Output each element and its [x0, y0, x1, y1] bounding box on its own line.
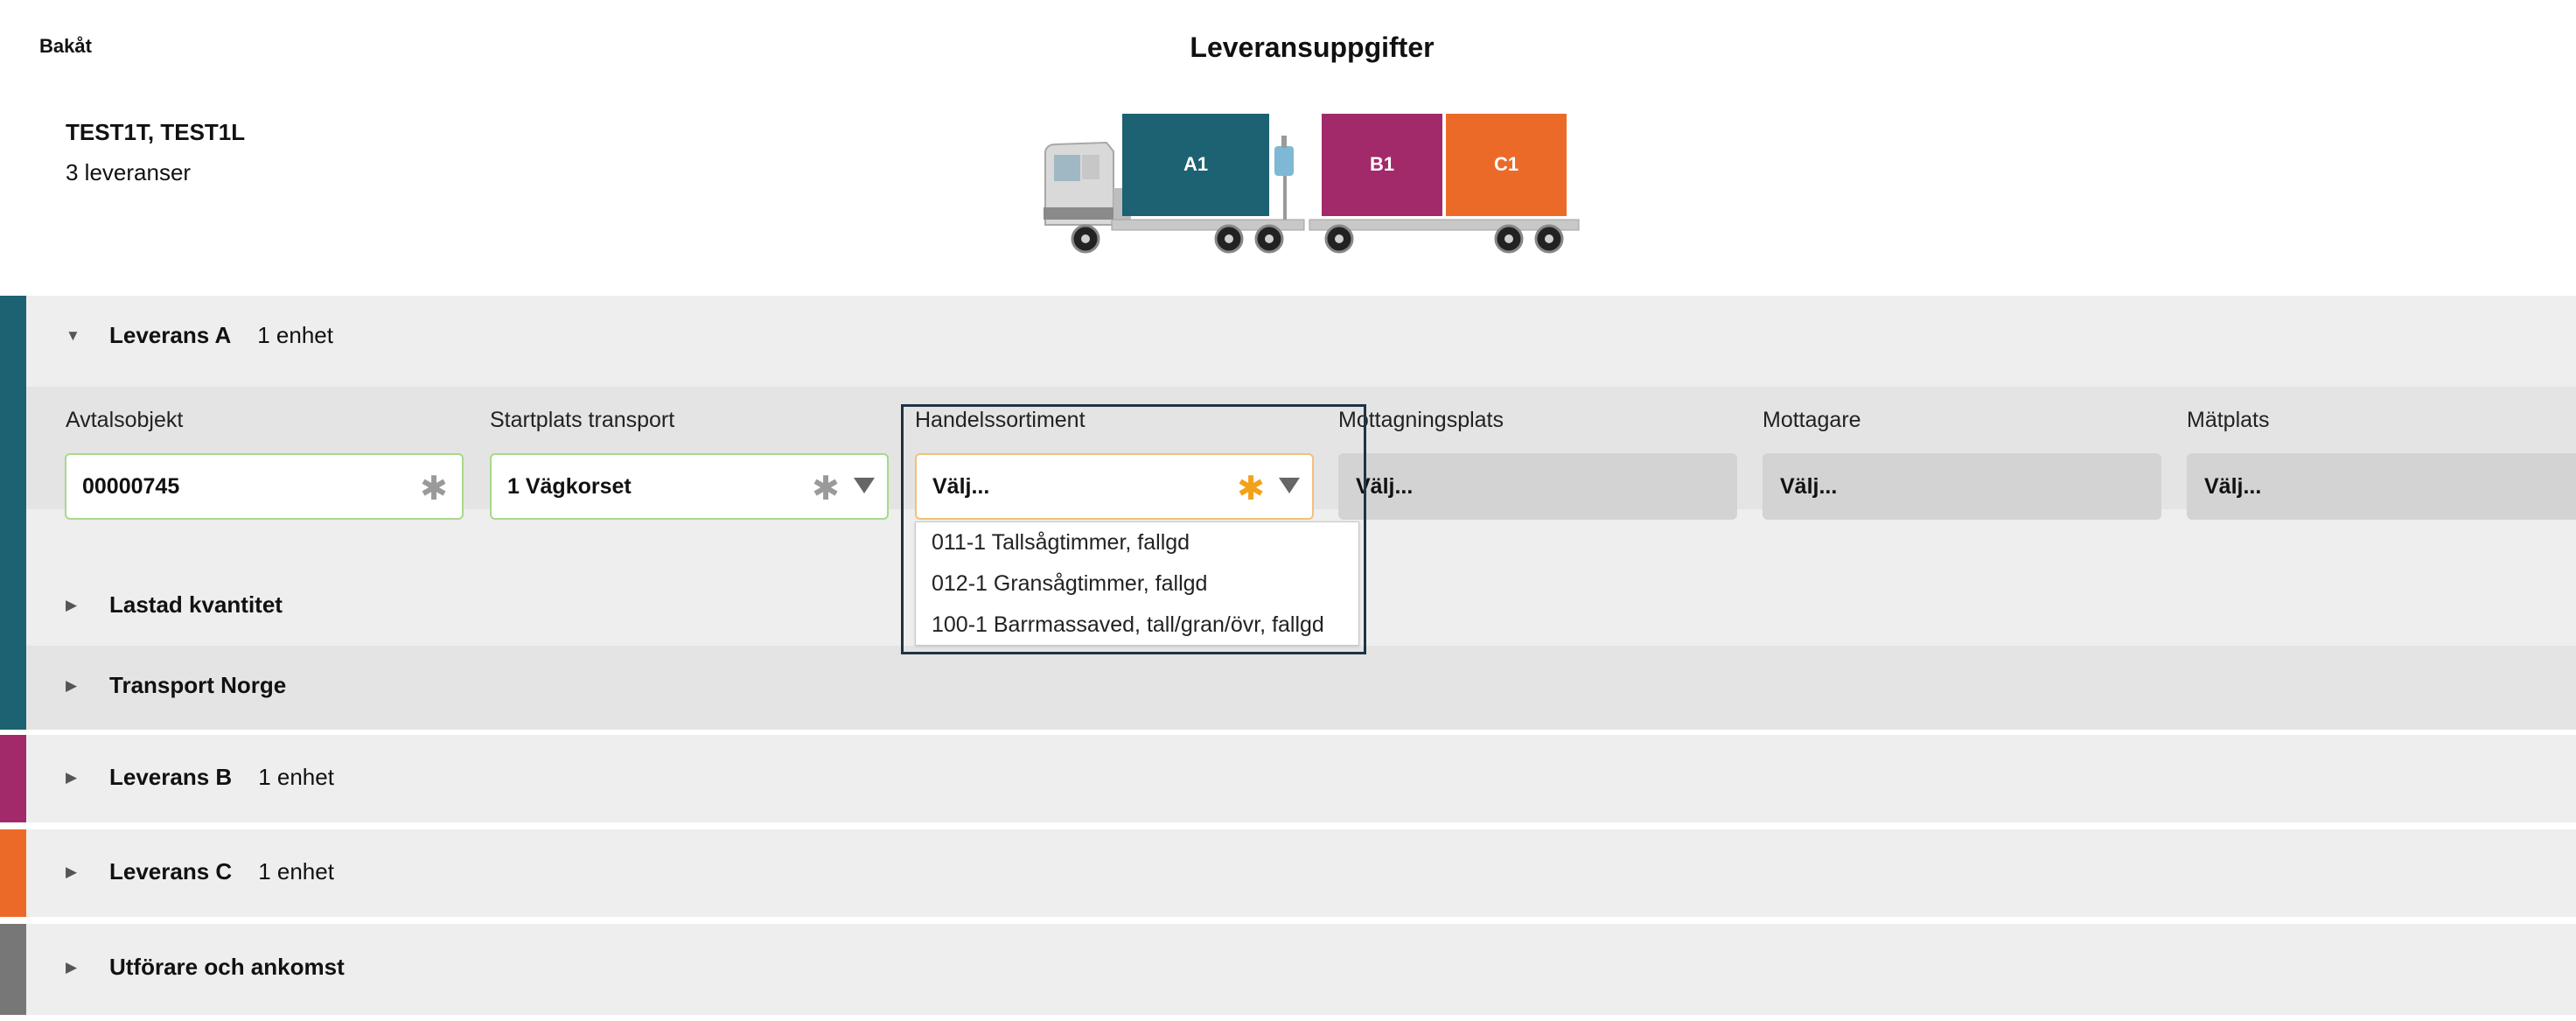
lastad-kvantitet-title: Lastad kvantitet	[109, 591, 283, 618]
container-a1	[1122, 114, 1269, 216]
startplats-value: 1 Vägkorset	[507, 473, 632, 499]
matplats-select[interactable]: Välj...	[2187, 453, 2576, 520]
section-leverans-c: ▶ Leverans C 1 enhet	[0, 829, 2576, 917]
section-utforare-och-ankomst: ▶ Utförare och ankomst	[0, 924, 2576, 1015]
triangle-right-icon: ▶	[66, 596, 78, 613]
section-leverans-b: ▶ Leverans B 1 enhet	[0, 735, 2576, 822]
triangle-right-icon: ▶	[66, 863, 78, 880]
section-c-color-stripe	[0, 829, 26, 917]
lastad-kvantitet-header[interactable]: ▶ Lastad kvantitet	[66, 591, 283, 619]
matplats-label: Mätplats	[2187, 408, 2270, 432]
mottagare-value: Välj...	[1780, 473, 1838, 499]
mottagare-select[interactable]: Välj...	[1763, 453, 2161, 520]
section-c-title: Leverans C	[109, 858, 233, 885]
avtalsobjekt-value: 00000745	[82, 473, 180, 499]
asterisk-icon: ✱	[1237, 471, 1265, 507]
container-c1	[1446, 114, 1567, 216]
container-b1	[1322, 114, 1442, 216]
section-a-color-stripe	[0, 296, 26, 730]
section-c-count: 1 enhet	[258, 858, 334, 885]
asterisk-icon: ✱	[812, 471, 840, 507]
avtalsobjekt-label: Avtalsobjekt	[66, 408, 184, 432]
subsection-transport-norge: ▶ Transport Norge	[26, 646, 2576, 730]
section-c-header[interactable]: ▶ Leverans C 1 enhet	[66, 858, 334, 885]
chevron-down-icon[interactable]	[1279, 478, 1300, 493]
dropdown-option[interactable]: 012-1 Gransågtimmer, fallgd	[932, 571, 1208, 596]
handelssortiment-value: Välj...	[932, 473, 990, 499]
mottagningsplats-select[interactable]: Välj...	[1338, 453, 1737, 520]
triangle-right-icon: ▶	[66, 676, 78, 694]
container-b1-label: B1	[1370, 153, 1394, 175]
handelssortiment-dropdown-list: 011-1 Tallsågtimmer, fallgd 012-1 Granså…	[915, 521, 1359, 646]
startplats-select[interactable]: 1 Vägkorset ✱	[490, 453, 889, 520]
page-title: Leveransuppgifter	[1190, 31, 1435, 63]
section-a-header[interactable]: ▼ Leverans A 1 enhet	[66, 322, 333, 349]
triangle-right-icon: ▶	[66, 768, 78, 786]
section-utforare-header[interactable]: ▶ Utförare och ankomst	[66, 954, 345, 981]
section-utforare-color-stripe	[0, 924, 26, 1015]
transport-norge-header[interactable]: ▶ Transport Norge	[66, 672, 286, 699]
section-a-title: Leverans A	[109, 322, 232, 348]
dropdown-focus-frame	[901, 404, 1366, 654]
chevron-down-icon[interactable]	[854, 478, 875, 493]
section-b-color-stripe	[0, 735, 26, 822]
handelssortiment-label: Handelssortiment	[915, 408, 1086, 432]
handelssortiment-select[interactable]: Välj... ✱	[915, 453, 1314, 520]
asterisk-icon: ✱	[420, 471, 448, 507]
container-c1-label: C1	[1494, 153, 1518, 175]
delivery-count: 3 leveranser	[66, 159, 192, 185]
transport-norge-title: Transport Norge	[109, 672, 287, 698]
section-a-count: 1 enhet	[257, 322, 333, 348]
section-utforare-title: Utförare och ankomst	[109, 954, 345, 980]
dropdown-option[interactable]: 100-1 Barrmassaved, tall/gran/övr, fallg…	[932, 612, 1324, 637]
matplats-value: Välj...	[2204, 473, 2262, 499]
truck-illustration: A1 B1 C1	[1044, 114, 1580, 254]
back-link[interactable]: Bakåt	[39, 35, 92, 57]
mottagare-label: Mottagare	[1763, 408, 1861, 432]
section-b-count: 1 enhet	[258, 764, 334, 790]
vehicle-name: TEST1T, TEST1L	[66, 119, 246, 145]
truck-cab	[1044, 141, 1131, 226]
section-b-header[interactable]: ▶ Leverans B 1 enhet	[66, 764, 334, 791]
startplats-label: Startplats transport	[490, 408, 675, 432]
triangle-right-icon: ▶	[66, 958, 78, 976]
dropdown-option[interactable]: 011-1 Tallsågtimmer, fallgd	[932, 530, 1190, 555]
avtalsobjekt-field[interactable]: 00000745 ✱	[65, 453, 464, 520]
triangle-down-icon: ▼	[66, 326, 80, 344]
section-b-title: Leverans B	[109, 764, 233, 790]
container-a1-label: A1	[1183, 153, 1208, 175]
